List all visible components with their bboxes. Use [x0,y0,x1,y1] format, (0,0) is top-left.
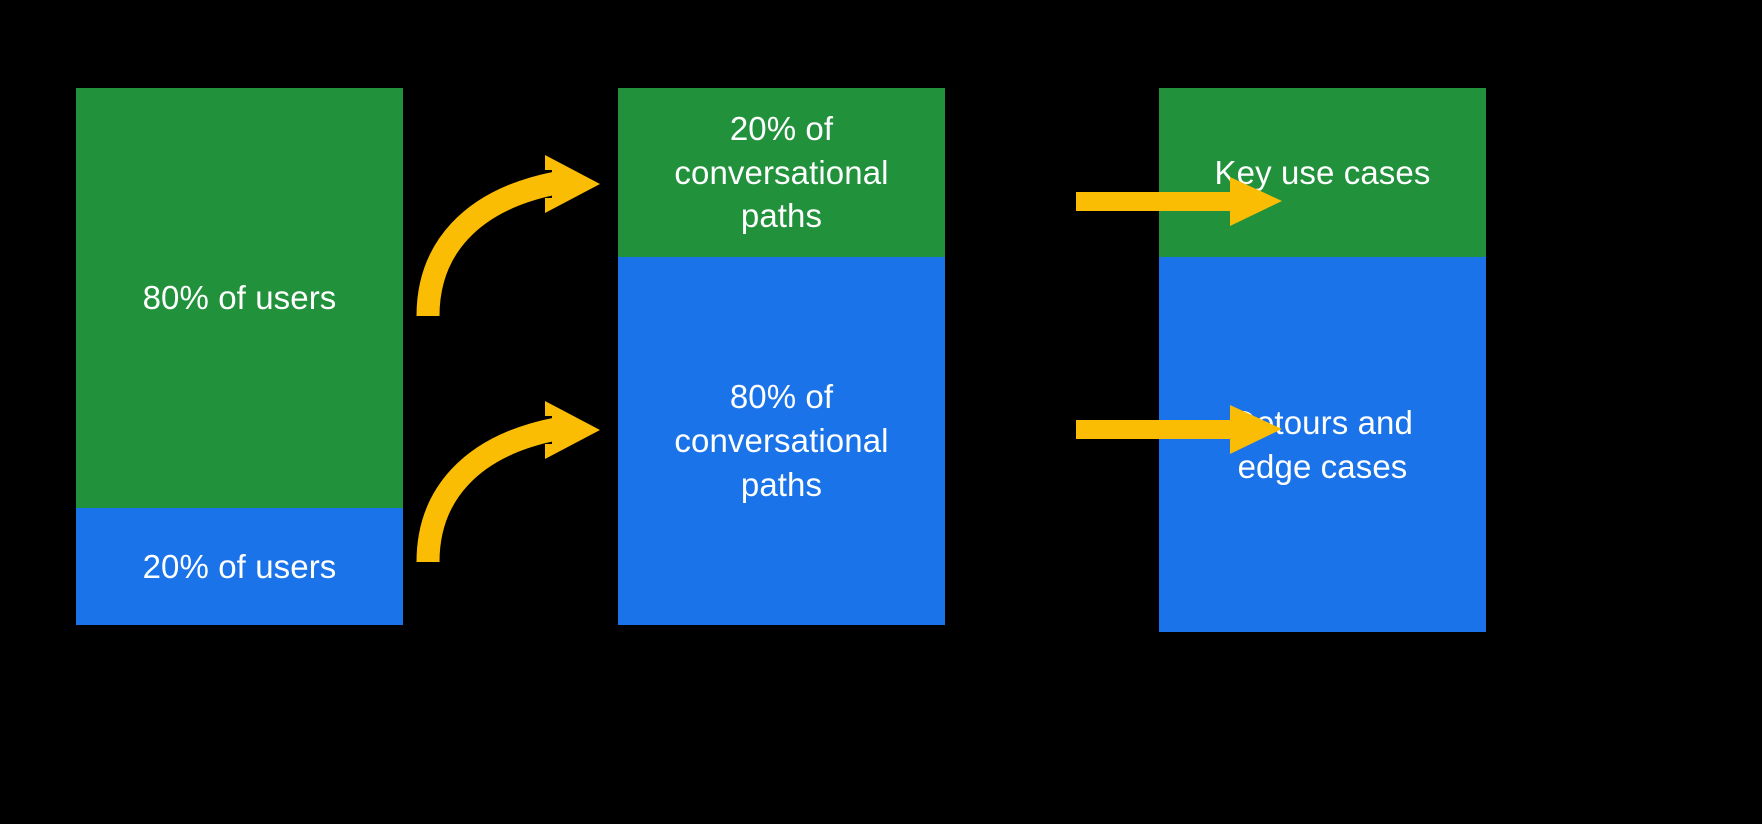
segment-detours-and-edge-cases[interactable]: Detours and edge cases [1159,257,1486,632]
arrow-users80-to-paths20-icon [416,155,600,317]
segment-paths-80[interactable]: 80% of conversational paths [618,257,945,625]
users-column: 80% of users 20% of users [76,88,403,625]
segment-key-use-cases[interactable]: Key use cases [1159,88,1486,257]
segment-label: Detours and edge cases [1232,403,1413,485]
segment-users-20[interactable]: 20% of users [76,508,403,625]
arrow-users20-to-paths80-icon [416,401,600,563]
segment-label: 80% of conversational paths [674,378,889,503]
outcomes-column: Key use cases Detours and edge cases [1159,88,1486,632]
segment-label: 80% of users [142,279,337,317]
segment-label: Key use cases [1214,153,1431,191]
segment-paths-20[interactable]: 20% of conversational paths [618,88,945,257]
segment-label: 20% of conversational paths [674,109,889,235]
conversational-paths-column: 20% of conversational paths 80% of conve… [618,88,945,625]
segment-label: 20% of users [142,547,337,585]
segment-users-80[interactable]: 80% of users [76,88,403,508]
